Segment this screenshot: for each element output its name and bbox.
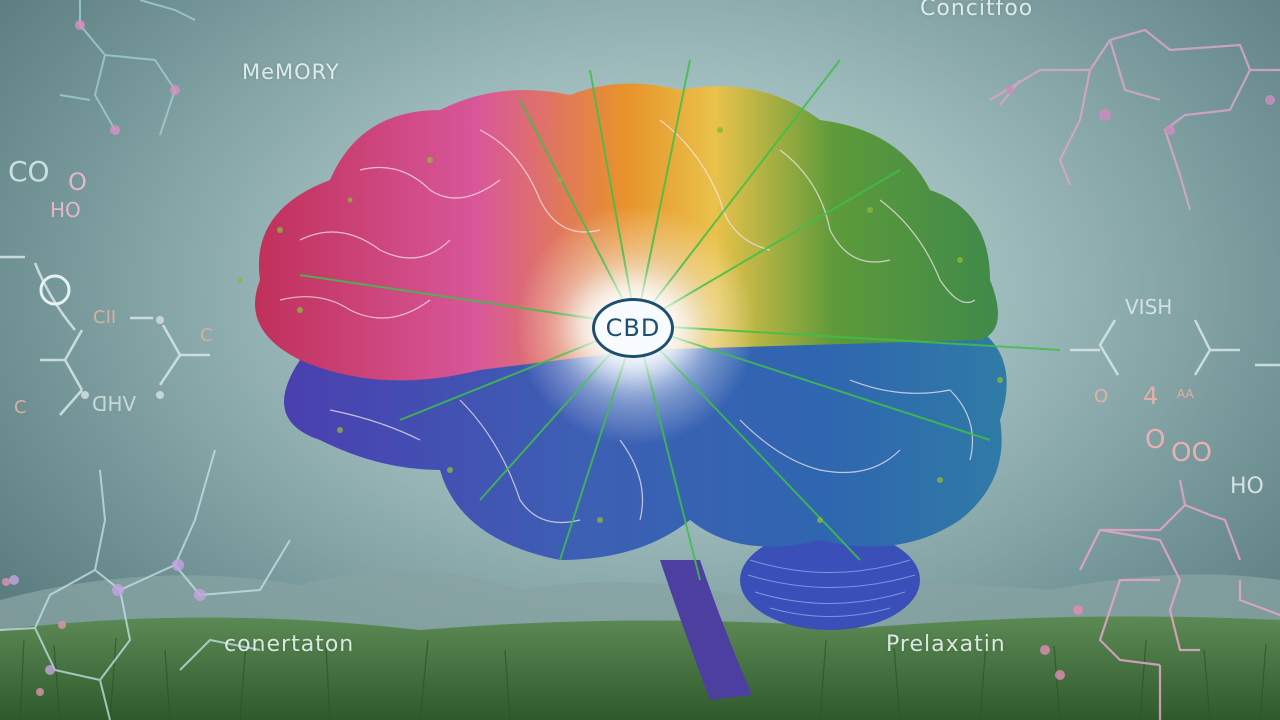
brain-stem xyxy=(660,560,752,700)
chem-text-ho-right: HO xyxy=(1230,474,1264,499)
chem-text-o-right2: O xyxy=(1145,425,1166,455)
chem-text-cii: CII xyxy=(93,307,117,328)
chem-text-4: 4 xyxy=(1143,382,1159,410)
chem-text-oo: OO xyxy=(1171,438,1212,468)
neural-lines xyxy=(299,59,1061,581)
label-memory: MeMORY xyxy=(242,60,340,84)
chem-text-o-left: O xyxy=(68,168,87,196)
cbd-badge-text: CBD xyxy=(605,314,661,342)
chem-text-co: CO xyxy=(8,155,50,188)
chem-text-c-bottom: C xyxy=(14,397,27,418)
chem-text-aa: AA xyxy=(1177,387,1194,401)
chem-text-vhd: VHD xyxy=(92,392,137,416)
chem-text-ho-left: HO xyxy=(50,198,81,222)
label-conertaton: conertaton xyxy=(224,632,355,657)
chem-text-c-right: C xyxy=(200,325,213,346)
cbd-badge: CBD xyxy=(592,298,674,358)
cerebellum xyxy=(740,530,920,630)
chem-text-vish: VISH xyxy=(1125,295,1173,319)
label-prelaxatin: Prelaxatin xyxy=(886,632,1006,657)
chem-text-o-right: O xyxy=(1094,386,1109,407)
label-concitfoo: Concitfoo xyxy=(920,0,1034,21)
